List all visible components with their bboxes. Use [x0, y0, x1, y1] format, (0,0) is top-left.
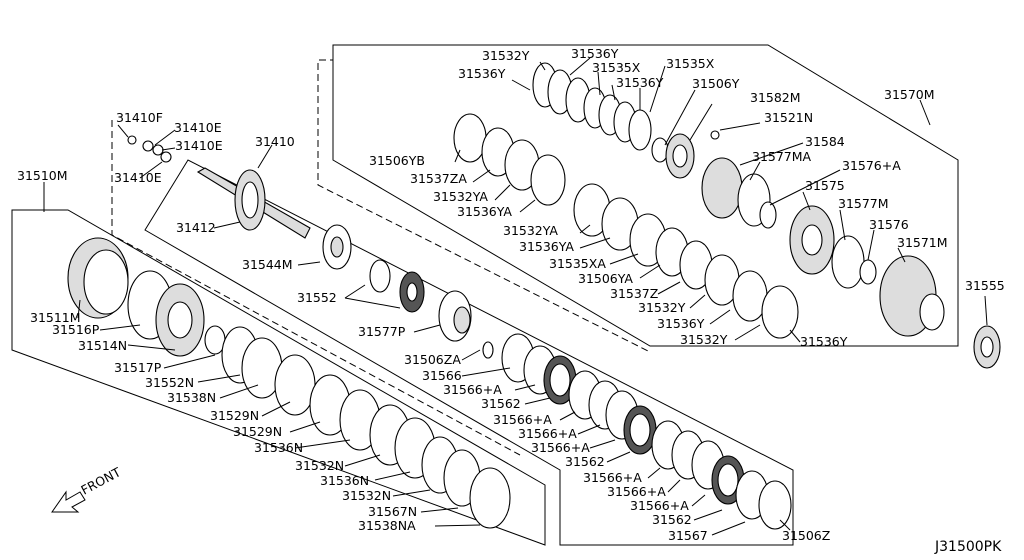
label-31511M: 31511M: [30, 310, 81, 325]
label-31566: 31566: [422, 368, 462, 383]
label-31566+A: 31566+A: [531, 440, 590, 455]
label-31562: 31562: [652, 512, 692, 527]
label-31576+A: 31576+A: [842, 158, 901, 173]
label-31535XA: 31535XA: [549, 256, 606, 271]
front-arrow-icon: [51, 490, 86, 513]
label-31521N: 31521N: [764, 110, 813, 125]
front-label: FRONT: [78, 464, 123, 497]
front-direction-indicator: FRONT: [51, 464, 123, 513]
label-31532Y: 31532Y: [680, 332, 728, 347]
label-31529N: 31529N: [233, 424, 282, 439]
upper-clutch-pack: [532, 62, 1001, 369]
label-31536Y: 31536Y: [458, 66, 506, 81]
label-31529N: 31529N: [210, 408, 259, 423]
label-31566+A: 31566+A: [583, 470, 642, 485]
label-31567N: 31567N: [368, 504, 417, 519]
label-31555: 31555: [965, 278, 1005, 293]
leader-lines: [43, 57, 988, 536]
mid-clutch-disks: [453, 113, 799, 530]
label-31506YB: 31506YB: [369, 153, 425, 168]
label-31535X: 31535X: [666, 56, 715, 71]
label-31506Y: 31506Y: [692, 76, 740, 91]
label-31532YA: 31532YA: [433, 189, 488, 204]
label-31410: 31410: [255, 134, 295, 149]
label-31582M: 31582M: [750, 90, 801, 105]
label-31570M: 31570M: [884, 87, 935, 102]
label-31536N: 31536N: [320, 473, 369, 488]
label-31571M: 31571M: [897, 235, 948, 250]
label-31538N: 31538N: [167, 390, 216, 405]
label-31535X: 31535X: [592, 60, 641, 75]
label-31516P: 31516P: [52, 322, 100, 337]
label-31510M: 31510M: [17, 168, 68, 183]
input-shaft-assembly: [127, 135, 494, 359]
label-31536Y: 31536Y: [657, 316, 705, 331]
label-31552: 31552: [297, 290, 337, 305]
label-31576: 31576: [869, 217, 909, 232]
label-31412: 31412: [176, 220, 216, 235]
diagram-code: J31500PK: [934, 539, 1002, 555]
lower-clutch-pack: [67, 237, 511, 529]
label-31532N: 31532N: [342, 488, 391, 503]
label-31566+A: 31566+A: [607, 484, 666, 499]
label-31566+A: 31566+A: [518, 426, 577, 441]
part-labels: 31532Y 31536Y 31536Y 31535X 31535X 31536…: [17, 46, 1005, 543]
label-31566+A: 31566+A: [443, 382, 502, 397]
label-31532Y: 31532Y: [482, 48, 530, 63]
label-31537Z: 31537Z: [610, 286, 658, 301]
label-31577M: 31577M: [838, 196, 889, 211]
label-31506ZA: 31506ZA: [404, 352, 461, 367]
label-31544M: 31544M: [242, 257, 293, 272]
label-31410E: 31410E: [175, 138, 223, 153]
label-31562: 31562: [565, 454, 605, 469]
label-31577P: 31577P: [358, 324, 406, 339]
group-outlines: [11, 44, 959, 546]
label-31536Y: 31536Y: [616, 75, 664, 90]
label-31536N: 31536N: [254, 440, 303, 455]
label-31410E: 31410E: [174, 120, 222, 135]
label-31584: 31584: [805, 134, 845, 149]
label-31537ZA: 31537ZA: [410, 171, 467, 186]
label-31514N: 31514N: [78, 338, 127, 353]
label-31506YA: 31506YA: [578, 271, 633, 286]
label-31567: 31567: [668, 528, 708, 543]
label-31536YA: 31536YA: [457, 204, 512, 219]
label-31536Y: 31536Y: [800, 334, 848, 349]
label-31562: 31562: [481, 396, 521, 411]
label-31532YA: 31532YA: [503, 223, 558, 238]
label-31566+A: 31566+A: [493, 412, 552, 427]
label-31577MA: 31577MA: [752, 149, 812, 164]
label-31536YA: 31536YA: [519, 239, 574, 254]
label-31532Y: 31532Y: [638, 300, 686, 315]
label-31517P: 31517P: [114, 360, 162, 375]
label-31410E: 31410E: [114, 170, 162, 185]
label-31532N: 31532N: [295, 458, 344, 473]
label-31552N: 31552N: [145, 375, 194, 390]
label-31538NA: 31538NA: [358, 518, 416, 533]
label-31536Y: 31536Y: [571, 46, 619, 61]
label-31410F: 31410F: [116, 110, 163, 125]
label-31575: 31575: [805, 178, 845, 193]
label-31506Z: 31506Z: [782, 528, 830, 543]
label-31566+A: 31566+A: [630, 498, 689, 513]
